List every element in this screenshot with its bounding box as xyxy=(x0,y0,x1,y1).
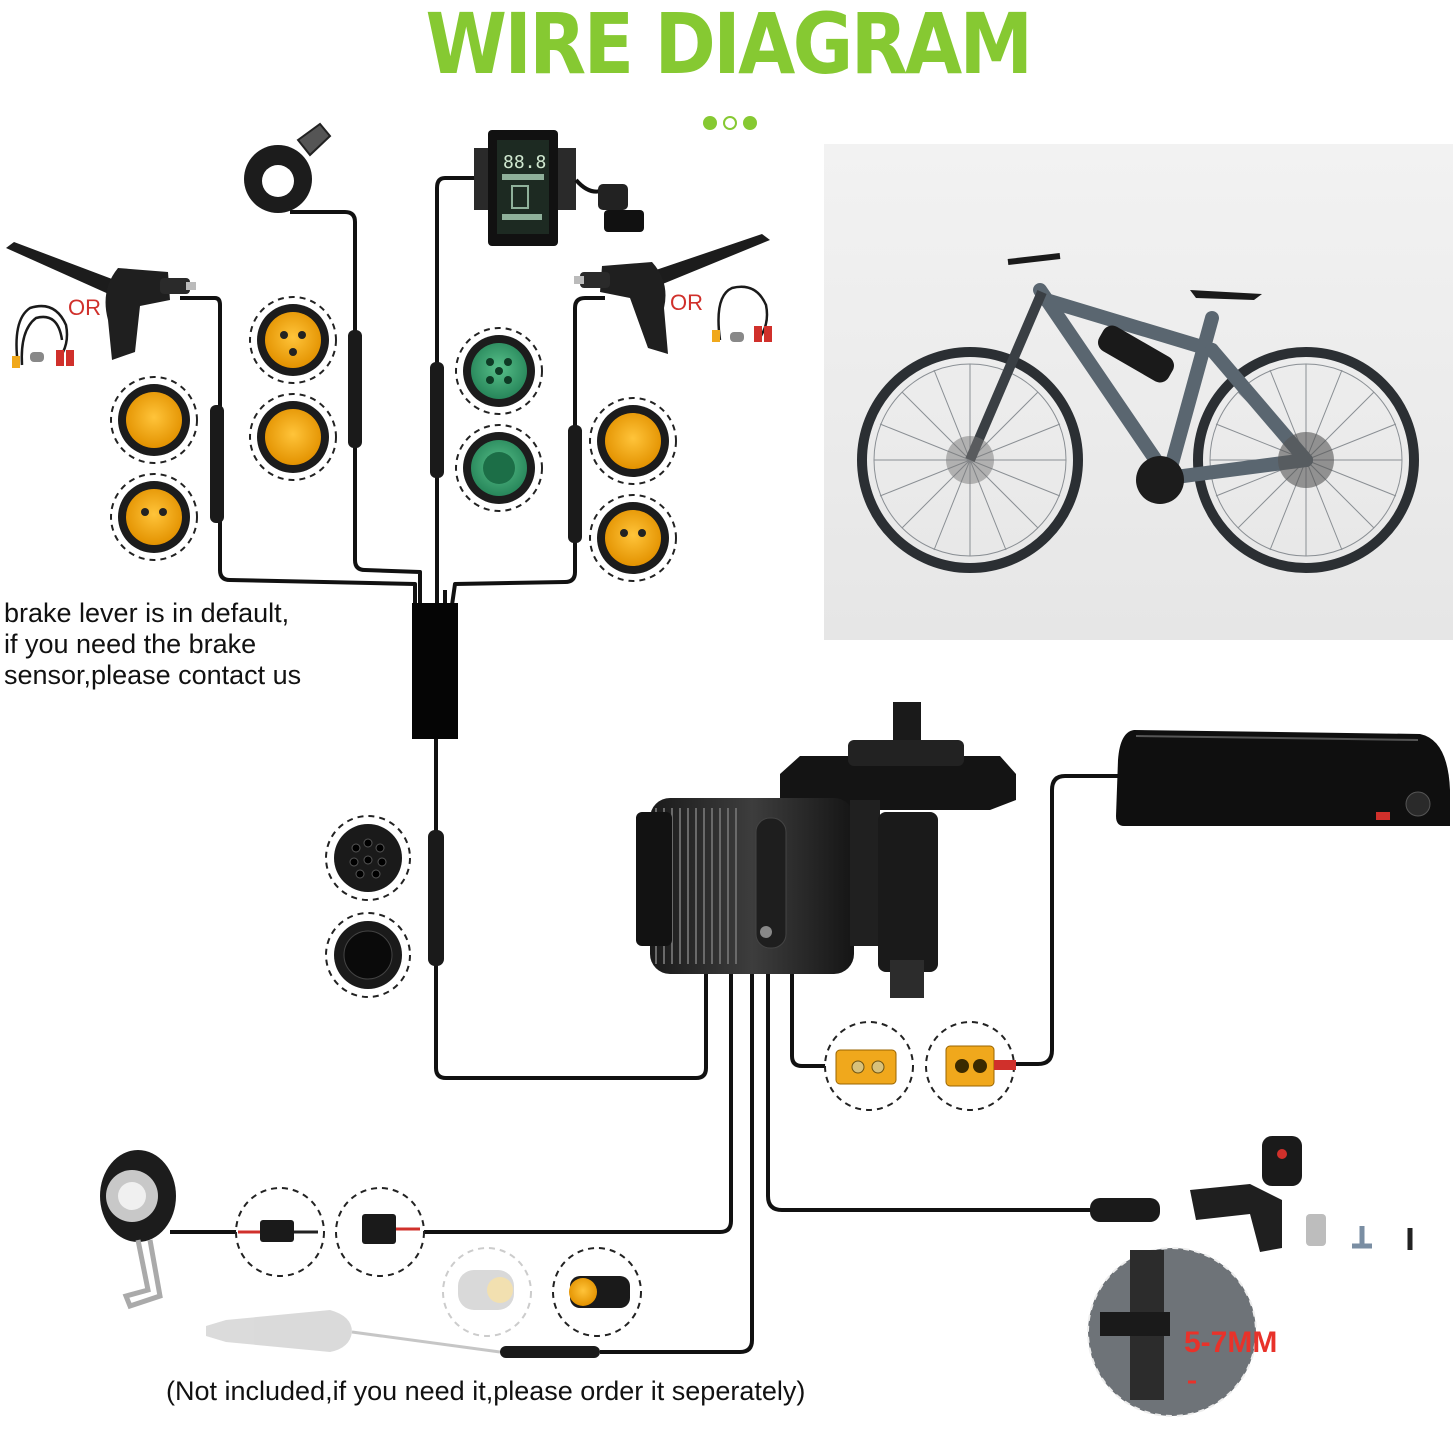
left-brake-sensor-alt xyxy=(12,304,74,368)
brake-note-line-1: brake lever is in default, xyxy=(4,598,290,628)
display-readout: 88.8 xyxy=(503,152,546,173)
sensor-gap-label: 5-7MM xyxy=(1184,1326,1278,1359)
battery-pack xyxy=(1116,730,1450,826)
right-brake-lever xyxy=(574,234,770,354)
dot-2 xyxy=(723,116,737,130)
or-label-left: OR xyxy=(68,295,101,320)
carousel-dots xyxy=(703,116,757,130)
inline-connectors xyxy=(210,330,582,966)
dot-1 xyxy=(703,116,717,130)
connector-closeups xyxy=(110,296,1016,1337)
dot-3 xyxy=(743,116,757,130)
brake-note-line-3: sensor,please contact us xyxy=(4,660,302,690)
mid-drive-motor xyxy=(636,702,1016,998)
or-label-right: OR xyxy=(670,290,703,315)
lcd-display: 88.8 xyxy=(474,130,644,246)
controller-box xyxy=(412,603,458,739)
footer-note: (Not included,if you need it,please orde… xyxy=(166,1376,806,1406)
front-light xyxy=(100,1150,176,1310)
right-brake-sensor-alt xyxy=(712,285,772,342)
external-accessory xyxy=(206,1310,501,1354)
speed-sensor-kit xyxy=(1087,1136,1413,1417)
ext-cable-plug xyxy=(500,1346,600,1358)
page-title: WIRE DIAGRAM xyxy=(425,0,1034,93)
wire-harness xyxy=(170,176,1122,1354)
brake-note-line-2: if you need the brake xyxy=(4,629,257,659)
thumb-throttle xyxy=(244,122,332,213)
brake-note: brake lever is in default, if you need t… xyxy=(4,598,301,691)
bike-photo xyxy=(824,144,1453,640)
left-brake-lever xyxy=(6,242,196,360)
